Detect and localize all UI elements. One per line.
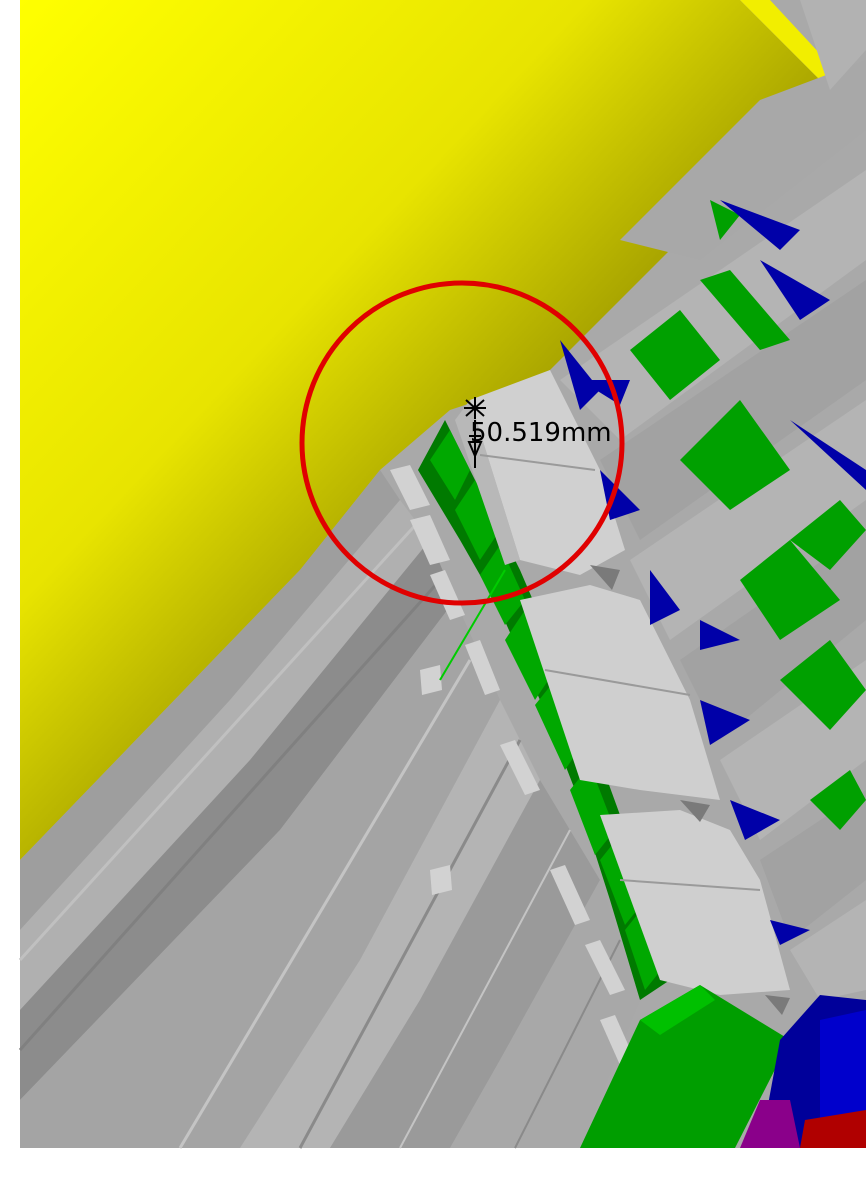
measurement-label[interactable]: 50.519mm — [470, 418, 612, 448]
bottom-green-block[interactable] — [580, 985, 790, 1148]
highlight-circle — [299, 280, 625, 606]
left-block-tabs — [390, 465, 635, 1065]
bottom-right-colored-parts[interactable] — [740, 995, 866, 1148]
right-green-fins[interactable] — [630, 200, 866, 830]
left-gray-block[interactable] — [18, 470, 640, 1149]
asterisk-marker-icon[interactable] — [464, 397, 486, 419]
dimension-arrow-icon — [467, 420, 483, 468]
blue-wedges — [560, 200, 866, 945]
bottom-green-block-top — [640, 985, 715, 1035]
yellow-plate-surface[interactable] — [20, 0, 830, 860]
yellow-plate-edge — [740, 0, 835, 90]
